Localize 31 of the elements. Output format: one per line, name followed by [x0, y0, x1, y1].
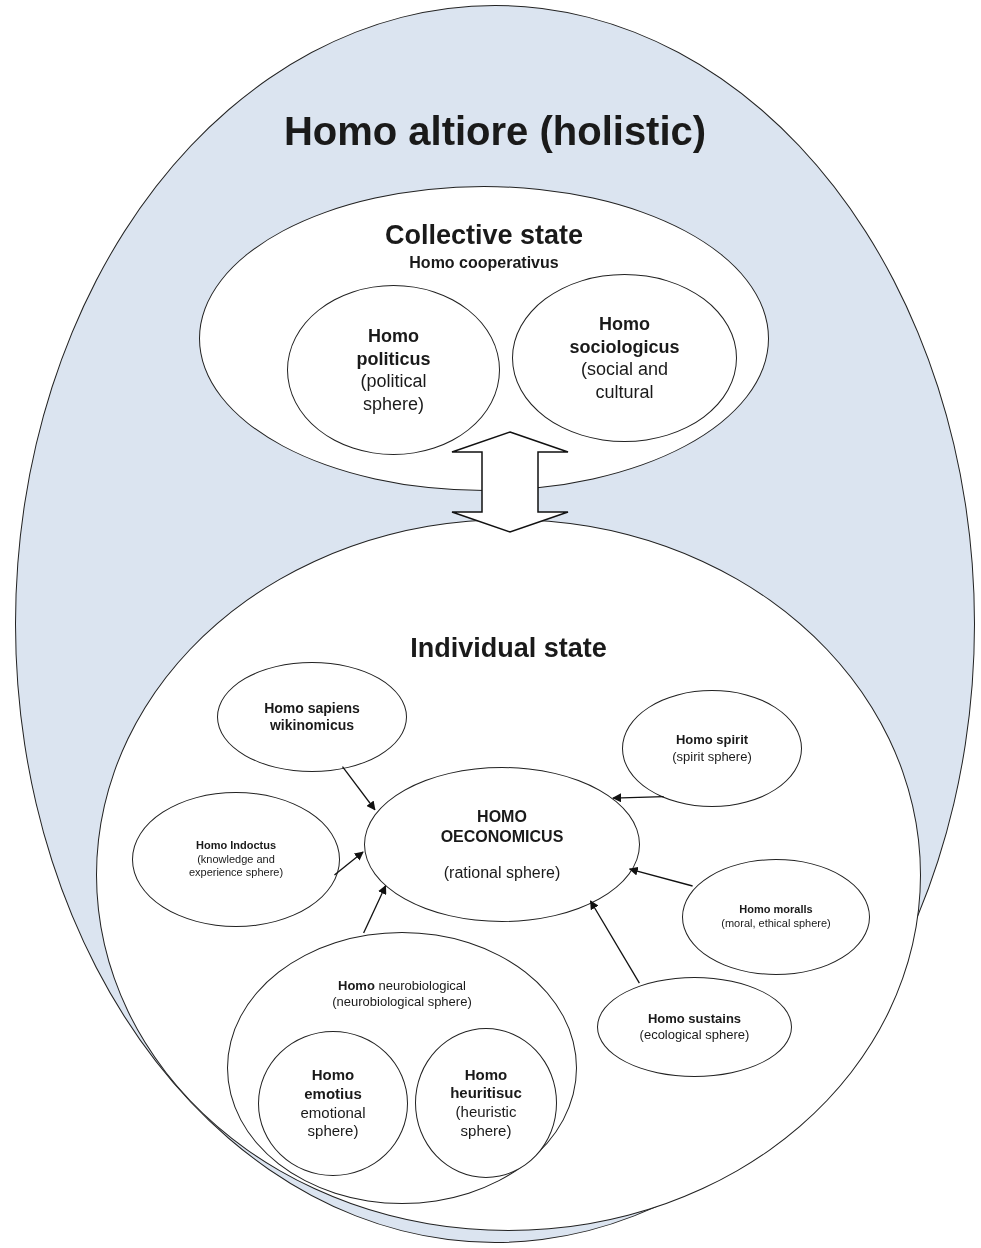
node-description: (social and cultural [579, 358, 669, 403]
node-title: Homo Indoctus [195, 838, 277, 853]
arrow [589, 900, 641, 984]
node-description: (rational sphere) [443, 862, 561, 883]
node-description: (neurobiological sphere) [332, 994, 472, 1011]
arrow [341, 766, 376, 811]
node-title: Homo spirit [675, 732, 749, 749]
node-title: Homo heuritisuc [449, 1065, 523, 1103]
node-title: Homo sustains [647, 1010, 742, 1027]
node-description: (political sphere) [359, 370, 428, 415]
node-description: (ecological sphere) [639, 1027, 750, 1044]
node-title: Collective state [384, 219, 584, 252]
node-description: (heuristic sphere) [454, 1103, 518, 1141]
node-title: Homo neurobiological [338, 978, 466, 995]
node-title: Homo altiore (holistic) [283, 108, 707, 155]
arrow [362, 885, 387, 934]
node-title: Homo sociologicus [568, 313, 681, 358]
node-title: Homo sapiens wikinomicus [263, 699, 361, 735]
node-title: HOMO OECONOMICUS [439, 806, 565, 847]
node-description: (knowledge and experience sphere) [187, 852, 285, 881]
arrow [333, 851, 364, 876]
double-block-arrow [451, 431, 569, 533]
arrow [612, 793, 665, 803]
node-title: Homo politicus [355, 325, 432, 370]
arrow [628, 866, 694, 887]
node-description: Homo cooperativus [409, 252, 559, 273]
node-description: (spirit sphere) [672, 748, 752, 765]
node-title: Homo moralls [739, 903, 813, 917]
node-description: emotional sphere) [299, 1103, 367, 1141]
node-description: (moral, ethical sphere) [721, 917, 831, 931]
node-title: Individual state [410, 632, 607, 665]
